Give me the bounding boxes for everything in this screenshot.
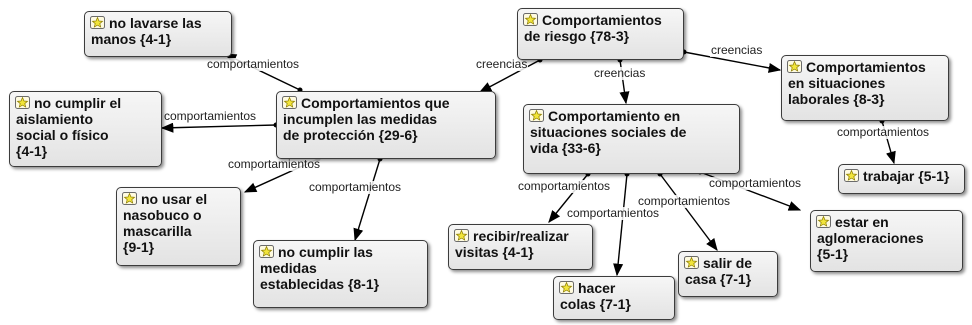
quotation-star-icon [281, 95, 298, 110]
quotation-star-icon [843, 168, 860, 183]
edge-sociales-salir [659, 173, 718, 252]
node-label: no cumplir el aislamiento social o físic… [16, 95, 122, 159]
quotation-star-icon [121, 191, 138, 206]
node-comportamientos-de-riesgo[interactable]: Comportamientos de riesgo {78-3} [517, 8, 684, 60]
node-trabajar[interactable]: trabajar {5-1} [838, 164, 965, 194]
quotation-star-icon [528, 108, 545, 123]
quotation-star-icon [522, 12, 539, 27]
node-label: Comportamientos que incumplen las medida… [283, 95, 450, 143]
edge-label-sociales-visitas: comportamientos [517, 179, 612, 193]
node-no-cumplir-aislamiento[interactable]: no cumplir el aislamiento social o físic… [9, 91, 162, 167]
quotation-star-icon [558, 280, 575, 295]
quotation-star-icon [786, 59, 803, 74]
edge-riesgo-incumplen [478, 59, 541, 93]
node-comportamientos-incumplen[interactable]: Comportamientos que incumplen las medida… [276, 91, 496, 159]
node-label: Comportamientos en situaciones laborales… [788, 59, 926, 107]
node-estar-en-aglomeraciones[interactable]: estar en aglomeraciones {5-1} [810, 210, 963, 272]
node-hacer-colas[interactable]: hacer colas {7-1} [553, 276, 675, 320]
node-recibir-realizar-visitas[interactable]: recibir/realizar visitas {4-1} [448, 224, 593, 270]
edge-label-sociales-salir: comportamientos [637, 194, 732, 208]
quotation-star-icon [683, 255, 700, 270]
node-label: no cumplir las medidas establecidas {8-1… [260, 244, 380, 292]
edge-label-laborales-trabajar: comportamientos [836, 125, 931, 139]
edge-label-incumplen-nasobuco: comportamientos [227, 157, 322, 171]
edge-label-riesgo-incumplen: creencias [475, 57, 529, 71]
quotation-star-icon [89, 15, 106, 30]
edge-incumplen-aislamiento [160, 122, 277, 133]
node-label: Comportamientos de riesgo {78-3} [524, 12, 662, 44]
node-salir-de-casa[interactable]: salir de casa {7-1} [678, 251, 778, 297]
node-label: Comportamiento en situaciones sociales d… [530, 108, 687, 156]
node-label: recibir/realizar visitas {4-1} [455, 228, 569, 260]
node-label: salir de casa {7-1} [685, 255, 753, 287]
edge-label-riesgo-sociales: creencias [593, 66, 647, 80]
node-label: hacer colas {7-1} [560, 280, 631, 312]
edge-incumplen-medidas [353, 158, 381, 242]
edge-sociales-colas [613, 173, 628, 277]
quotation-star-icon [14, 95, 31, 110]
edge-label-incumplen-lavarse: comportamientos [206, 57, 301, 71]
edge-label-sociales-colas: comportamientos [566, 206, 661, 220]
quotation-star-icon [815, 214, 832, 229]
node-no-lavarse[interactable]: no lavarse las manos {4-1} [84, 11, 232, 57]
edge-label-incumplen-medidas: comportamientos [308, 180, 403, 194]
node-label: trabajar {5-1} [863, 168, 950, 184]
node-comportamientos-laborales[interactable]: Comportamientos en situaciones laborales… [781, 55, 949, 121]
edge-riesgo-laborales [683, 51, 782, 73]
quotation-star-icon [258, 244, 275, 259]
edge-label-riesgo-laborales: creencias [710, 43, 764, 57]
node-label: estar en aglomeraciones {5-1} [817, 214, 924, 262]
node-no-usar-nasobuco[interactable]: no usar el nasobuco o mascarilla {9-1} [116, 187, 241, 266]
node-label: no lavarse las manos {4-1} [91, 15, 202, 47]
node-label: no usar el nasobuco o mascarilla {9-1} [123, 191, 208, 255]
node-comportamiento-sociales[interactable]: Comportamiento en situaciones sociales d… [523, 104, 740, 174]
quotation-star-icon [453, 228, 470, 243]
edge-label-sociales-aglomeraciones: comportamientos [708, 176, 803, 190]
edge-label-incumplen-aislamiento: comportamientos [163, 109, 258, 123]
node-no-cumplir-medidas[interactable]: no cumplir las medidas establecidas {8-1… [253, 240, 428, 308]
